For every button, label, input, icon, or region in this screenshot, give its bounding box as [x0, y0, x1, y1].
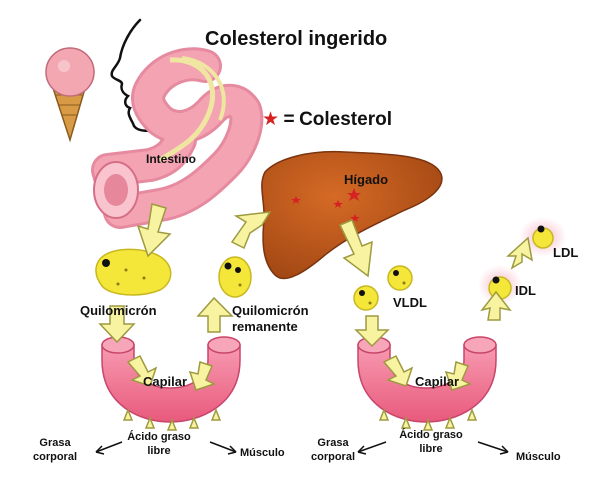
right-fat-line2: corporal — [310, 451, 355, 463]
idl-label: IDL — [515, 283, 536, 298]
arrow-capillary-to-remnant — [196, 296, 234, 333]
left-acid-label: Ácido graso libre — [118, 430, 200, 458]
arrow-chylomicron-into-capillary — [98, 305, 136, 344]
right-fat-label: Grasa corporal — [306, 436, 360, 464]
left-fat-label: Grasa corporal — [28, 436, 82, 464]
capillary-left-label: Capilar — [143, 374, 188, 389]
face-profile-icon — [110, 18, 162, 132]
arrow-vldl-into-capillary — [354, 315, 390, 348]
left-fat-line1: Grasa — [39, 437, 71, 449]
capillary-right-label: Capilar — [415, 374, 460, 389]
arrow-capillary-to-idl — [480, 290, 512, 321]
remnant-label-line2: remanente — [232, 319, 298, 334]
intestine-label: Intestino — [146, 152, 196, 166]
ldl-label: LDL — [553, 245, 579, 260]
remnant-label-line1: Quilomicrón — [232, 303, 309, 318]
arrow-capillary-right-inner-2 — [444, 361, 472, 391]
ice-cream-icon — [45, 47, 95, 143]
legend: ★ = Colesterol — [262, 108, 392, 131]
liver-icon — [261, 150, 443, 280]
right-acid-label: Ácido graso libre — [390, 428, 472, 456]
capillary-left-icon — [101, 336, 241, 423]
intestine-icon — [91, 47, 264, 229]
arrow-liver-to-vldl — [338, 219, 373, 278]
chylomicron-particle — [95, 248, 172, 296]
arrow-capillary-left-inner-1 — [126, 354, 158, 387]
left-acid-line2: libre — [147, 445, 171, 457]
left-fat-line2: corporal — [32, 451, 77, 463]
arrow-capillary-left-inner-2 — [188, 361, 216, 391]
right-acid-line1: Ácido graso — [399, 429, 463, 441]
arrow-remnant-to-liver — [230, 211, 272, 250]
diagram-title: Colesterol ingerido — [205, 28, 388, 50]
right-acid-line2: libre — [419, 443, 443, 455]
vldl-particle — [353, 265, 413, 311]
arrow-capillary-right-inner-1 — [382, 354, 414, 387]
liver-label: Hígado — [344, 172, 389, 187]
legend-label: Colesterol — [299, 109, 392, 130]
right-fat-line1: Grasa — [317, 437, 349, 449]
legend-equals: = — [283, 109, 295, 130]
left-acid-line1: Ácido graso — [127, 431, 191, 443]
flow-arrows — [98, 203, 534, 431]
chylomicron-label: Quilomicrón — [80, 303, 157, 318]
arrow-idl-to-ldl — [506, 236, 534, 270]
chylomicron-remnant-particle — [218, 256, 252, 298]
star-icon: ★ — [262, 109, 280, 130]
output-arrows — [95, 441, 509, 455]
left-muscle-label: Músculo — [240, 447, 285, 459]
cholesterol-star-icon — [291, 188, 361, 222]
right-muscle-label: Músculo — [516, 451, 561, 463]
arrow-intestine-to-chylomicron — [136, 203, 172, 258]
remnant-label: Quilomicrón remanente — [232, 303, 309, 335]
vldl-label: VLDL — [393, 295, 427, 310]
ldl-particle — [532, 225, 554, 249]
